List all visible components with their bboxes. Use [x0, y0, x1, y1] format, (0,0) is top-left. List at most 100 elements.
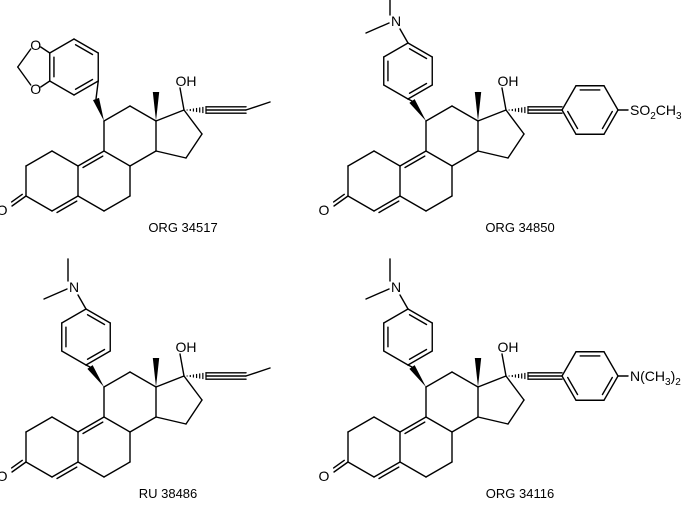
c13-methyl-bond [474, 92, 482, 121]
aryl-n-bond [77, 294, 87, 310]
tail-subscript-2: 2 [675, 377, 681, 388]
aryl-ring [61, 308, 111, 366]
dioxole-bond [17, 66, 32, 86]
aryl-ring [383, 42, 433, 100]
bond [373, 416, 401, 433]
tail-group-label: SO2CH3 [630, 102, 682, 122]
ring-b [399, 150, 453, 212]
ring-b [77, 416, 131, 478]
ring-bond [561, 85, 577, 111]
bond [505, 375, 525, 401]
c13-methyl-bond [474, 358, 482, 387]
c11-aryl-wedge [409, 365, 426, 387]
bond [103, 416, 131, 433]
bond [25, 461, 53, 478]
ring-a [332, 416, 401, 480]
aryl-ring [383, 308, 433, 366]
double-bond-c9-c10 [399, 150, 427, 167]
bond [25, 150, 53, 167]
ketone-oxygen-label: O [319, 468, 330, 484]
ring-bond [73, 80, 99, 96]
c13-methyl-bond [152, 92, 160, 121]
tail-text-end: ) [671, 368, 676, 384]
double-bond-c4-c5 [56, 466, 78, 480]
ring-bond [383, 84, 409, 100]
ring-double-bond [601, 110, 613, 130]
alkyne-triple-bond [205, 106, 247, 114]
bond [51, 416, 79, 433]
ketone-oxygen-label: O [319, 202, 330, 218]
aryl-link [407, 98, 413, 102]
ring-double-bond [74, 78, 94, 90]
n-methyl-bond [365, 22, 390, 34]
aryl-link [407, 364, 413, 368]
dioxole-oxygen-label: O [30, 37, 41, 53]
bond [77, 461, 105, 478]
ring-c [103, 371, 157, 433]
ketone-bond [333, 461, 349, 473]
bond [507, 133, 525, 159]
bond [155, 375, 185, 388]
aryl-n-bond [399, 28, 409, 44]
alkyne-triple-bond [527, 372, 563, 380]
bond [183, 109, 203, 135]
ring-a [10, 416, 79, 480]
hydroxyl-label: OH [498, 339, 519, 355]
bond [103, 150, 131, 167]
ring-double-bond [567, 376, 579, 396]
ring-bond [603, 375, 619, 401]
ring-bond [407, 84, 433, 100]
bond [347, 461, 375, 478]
propynyl-methyl-bond [245, 367, 271, 377]
ketone-bond [333, 195, 349, 207]
ring-bond [383, 308, 409, 324]
oh-bond [179, 87, 185, 111]
ring-double-bond [601, 376, 613, 396]
c11-aryl-wedge [409, 99, 426, 121]
bond [347, 416, 375, 433]
n-methyl-bond [365, 288, 390, 300]
ring-double-bond [408, 314, 428, 326]
bond [451, 416, 479, 433]
ring-bond [61, 350, 87, 366]
ketone-bond [10, 193, 23, 203]
bond [505, 109, 525, 135]
ring-bond [561, 351, 577, 377]
ring-bond [603, 85, 619, 111]
ring-double-bond [408, 82, 428, 94]
ring-b [77, 150, 131, 212]
ring-bond [73, 38, 99, 54]
bond [129, 105, 157, 122]
bond [347, 150, 375, 167]
ketone-bond [332, 193, 345, 203]
bond [103, 195, 131, 212]
ring-bond [407, 308, 433, 324]
compound-name-label: ORG 34850 [485, 220, 554, 235]
ring-a [10, 150, 79, 214]
double-bond-c4-c5 [51, 195, 79, 212]
bond [103, 371, 131, 388]
tail-subscript: 2 [650, 111, 656, 122]
ring-bond [49, 80, 75, 96]
bond [451, 371, 479, 388]
ring-bond [603, 109, 619, 135]
tail-group-label: N(CH3)2 [630, 368, 681, 388]
bond [451, 150, 479, 167]
ring-bond [603, 351, 619, 377]
bond [425, 461, 453, 478]
tail-subscript: 3 [665, 377, 671, 388]
bond [183, 375, 203, 401]
bond [477, 150, 509, 159]
terminal-aryl-ring [561, 85, 619, 135]
ring-double-bond [74, 44, 94, 56]
double-bond-c9-c10 [82, 155, 104, 169]
double-bond-c4-c5 [373, 195, 401, 212]
tail-text-end: CH [656, 102, 676, 118]
bond [155, 109, 185, 122]
ketone-oxygen-label: O [0, 202, 8, 218]
alkyne-triple-bond [527, 106, 563, 114]
n-methyl-bond [43, 288, 68, 300]
ring-double-bond [86, 348, 106, 360]
ring-double-bond [408, 348, 428, 360]
